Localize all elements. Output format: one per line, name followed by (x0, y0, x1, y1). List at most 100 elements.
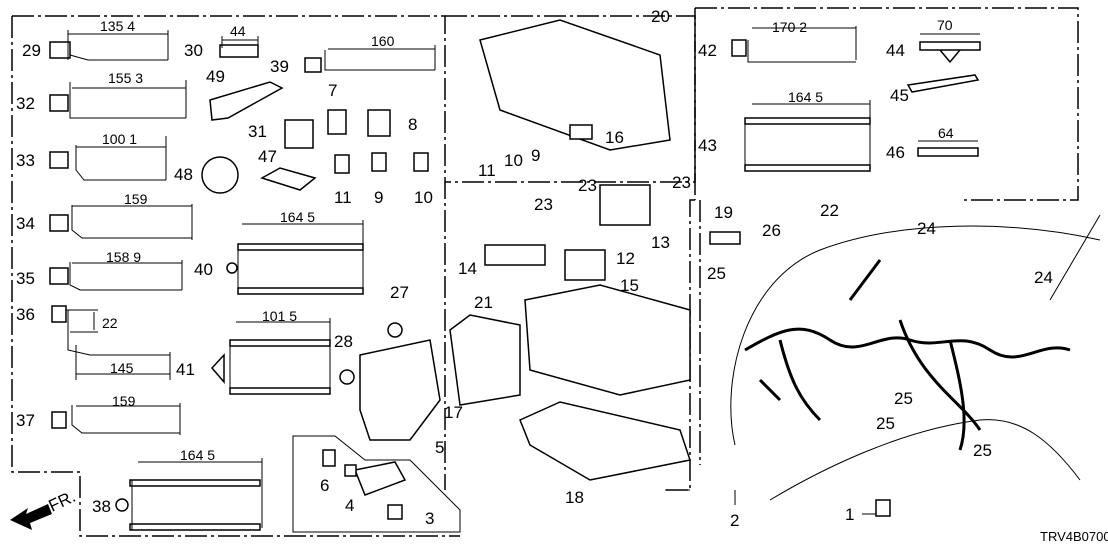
callout-32: 32 (16, 94, 35, 113)
cap-48 (201, 156, 239, 194)
callout-29: 29 (22, 41, 41, 60)
front-direction-arrow: FR. (10, 487, 79, 530)
callout-2: 2 (730, 511, 739, 530)
fuse-box-body (524, 284, 691, 396)
group-box-fusebox (445, 15, 696, 183)
dimension-40: 164 5 (280, 209, 315, 225)
tie-41 (210, 318, 331, 395)
callout-45: 45 (890, 86, 909, 105)
dimension-46: 64 (938, 125, 954, 141)
callout-11-fusebox: 11 (478, 161, 496, 180)
callout-37: 37 (16, 411, 35, 430)
tie-40 (226, 220, 364, 295)
callout-43: 43 (698, 136, 717, 155)
callout-49: 49 (206, 67, 225, 86)
callout-47: 47 (258, 147, 277, 166)
callout-10-fusebox: 10 (504, 151, 523, 170)
callout-24: 24 (917, 219, 936, 238)
callout-48: 48 (174, 165, 193, 184)
dimension-38: 164 5 (180, 447, 215, 463)
callout-21: 21 (474, 293, 493, 312)
callout-17: 17 (444, 403, 463, 422)
callout-30: 30 (184, 41, 203, 60)
dimensions: 135 4 44 160 155 3 100 1 159 158 9 164 5… (100, 17, 954, 463)
callout-35: 35 (16, 269, 35, 288)
callout-22: 22 (820, 201, 839, 220)
callout-7: 7 (328, 81, 337, 100)
clip-45 (906, 74, 980, 93)
callout-42: 42 (698, 41, 717, 60)
callout-41: 41 (176, 360, 195, 379)
clip-36 (51, 305, 171, 380)
clip-39 (304, 45, 436, 73)
callout-9-fusebox: 9 (531, 146, 540, 165)
dimension-39: 160 (371, 33, 395, 49)
dimension-34: 159 (124, 191, 148, 207)
callout-16: 16 (605, 128, 624, 147)
callout-26: 26 (762, 221, 781, 240)
terminal-5 (353, 461, 407, 496)
dimension-30: 44 (230, 23, 246, 39)
callout-23: 23 (578, 176, 597, 195)
callout-44: 44 (886, 41, 905, 60)
dimension-41: 101 5 (262, 308, 297, 324)
nut-27 (387, 322, 403, 338)
callout-11: 11 (334, 188, 352, 207)
dimension-29: 135 4 (100, 18, 135, 34)
clip-44 (919, 33, 981, 64)
fuse-11 (334, 154, 350, 174)
callout-24: 24 (1034, 268, 1053, 287)
fuse-box-cover-20 (479, 19, 671, 151)
callout-9: 9 (374, 188, 383, 207)
callout-25: 25 (876, 414, 895, 433)
callout-6: 6 (320, 476, 329, 495)
clip-30 (219, 44, 259, 58)
engine-wire-harness (744, 259, 1071, 451)
group-box-clips (694, 7, 1079, 201)
callout-23: 23 (534, 195, 553, 214)
callout-8: 8 (408, 115, 417, 134)
tie-43 (744, 100, 871, 172)
fuse-8 (367, 109, 391, 137)
callout-46: 46 (886, 143, 905, 162)
callout-33: 33 (16, 151, 35, 170)
callout-34: 34 (16, 214, 35, 233)
callout-25: 25 (707, 264, 726, 283)
fuse-10 (413, 152, 429, 172)
dimension-43: 164 5 (788, 89, 823, 105)
relay-block-15 (564, 249, 606, 281)
dimension-36-height: 22 (102, 315, 118, 331)
clip-33 (49, 136, 167, 181)
clip-29 (49, 30, 169, 61)
callout-12: 12 (616, 249, 635, 268)
bolt-3 (387, 504, 403, 520)
dimension-32: 155 3 (108, 70, 143, 86)
clip-32 (49, 80, 187, 119)
callout-25: 25 (973, 441, 992, 460)
callout-20: 20 (651, 7, 670, 26)
dimension-42: 170 2 (772, 19, 807, 35)
callout-28: 28 (334, 332, 353, 351)
group-box-terminal (292, 435, 461, 533)
relay-block-14 (484, 244, 546, 266)
callout-27: 27 (390, 283, 409, 302)
callout-14: 14 (458, 259, 477, 278)
clip-31 (284, 119, 314, 149)
bolt-6 (322, 449, 336, 467)
nut-28 (339, 369, 355, 385)
leader-lines (665, 489, 876, 515)
dimension-44: 70 (937, 17, 953, 33)
relay-block-13 (599, 184, 651, 226)
lower-case-18 (519, 401, 691, 481)
clip-42 (731, 26, 857, 63)
clip-46 (917, 140, 979, 157)
callout-19: 19 (714, 203, 733, 222)
fuse-7 (327, 109, 347, 135)
clip-1 (875, 499, 891, 517)
clip-35 (49, 260, 183, 291)
callout-38: 38 (92, 497, 111, 516)
holder-47 (260, 167, 317, 191)
diagram-code: TRV4B0700 (1040, 529, 1108, 544)
